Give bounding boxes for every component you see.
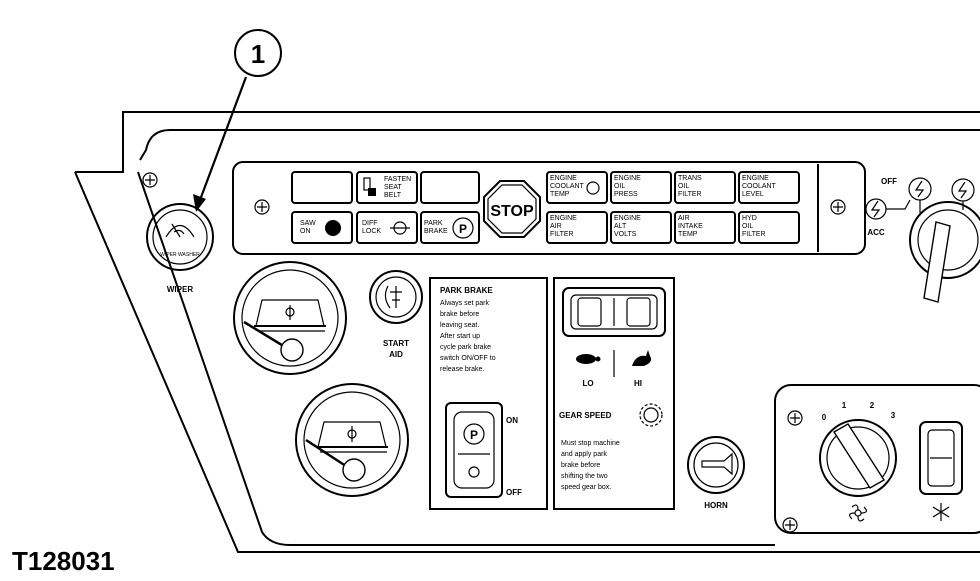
gear-icon (639, 403, 663, 427)
warning-light-alt-volts (610, 211, 672, 244)
fan-dial-label-3: 3 (891, 411, 896, 420)
wiper-label: WIPER (167, 285, 193, 294)
gear-lo: LO (582, 379, 593, 388)
diff-lock-icon (390, 221, 410, 235)
svg-text:P: P (459, 222, 467, 236)
fan-dial-pointer (833, 423, 885, 489)
gear-hi: HI (634, 379, 642, 388)
start-aid-button[interactable] (369, 270, 423, 324)
warning-light-hyd-filter (738, 211, 800, 244)
park-brake-switch[interactable] (445, 402, 503, 498)
warning-light-coolant-temp (546, 171, 608, 204)
warning-light-blank (420, 171, 480, 204)
park-brake-off: OFF (506, 488, 522, 497)
ignition-key (923, 221, 951, 303)
warning-light-blank (291, 171, 353, 204)
warning-light-oil-press (610, 171, 672, 204)
wiper-icon (165, 223, 195, 238)
fan-icon (849, 504, 867, 522)
warning-light-air-intake (674, 211, 736, 244)
gear-speed-instructions: Must stop machine and apply park brake b… (561, 440, 622, 491)
screw-icon (782, 517, 798, 533)
warning-light-saw-on (291, 211, 353, 244)
screw-icon (254, 199, 270, 215)
callout-leader (198, 76, 248, 201)
park-brake-instructions: Always set park brake before leaving sea… (440, 300, 498, 373)
stop-text: STOP (490, 203, 534, 220)
park-brake-switch-icon (463, 423, 485, 445)
screw-icon (830, 199, 846, 215)
horn-button[interactable] (687, 436, 745, 494)
ac-switch[interactable] (919, 421, 963, 495)
wiper-icon-text: WIPER WASHER (160, 252, 200, 258)
dashboard-inner-panel (137, 129, 980, 546)
saw-icon (325, 220, 341, 236)
gear-speed-label: GEAR SPEED (559, 411, 612, 420)
callout-circle (234, 29, 282, 77)
fan-dial-label-1: 1 (842, 401, 847, 410)
ignition-acc: ACC (867, 228, 885, 237)
horn-icon (701, 452, 733, 476)
ignition-off: OFF (881, 177, 897, 186)
park-brake-decal (429, 277, 548, 510)
warning-light-coolant-level (738, 171, 800, 204)
park-brake-title: PARK BRAKE (440, 286, 493, 295)
power-icon (865, 198, 887, 220)
horn-label: HORN (704, 501, 728, 510)
dashboard-outer-outline (75, 111, 980, 173)
warning-light-diff-lock (356, 211, 418, 244)
fan-dial-label-2: 2 (870, 401, 875, 410)
start-aid-icon (384, 285, 402, 309)
warning-light-air-filter (546, 211, 608, 244)
screw-icon (787, 410, 803, 426)
coolant-temp-icon (586, 181, 600, 195)
warning-light-park-brake (420, 211, 480, 244)
gauge-lower (295, 383, 409, 497)
snowflake-icon (932, 503, 950, 521)
fan-speed-dial[interactable] (819, 419, 897, 497)
power-icon (908, 177, 932, 201)
ignition-switch[interactable] (909, 201, 980, 279)
callout-number: 1 (251, 39, 265, 69)
gear-speed-switch[interactable] (562, 287, 666, 337)
seat-belt-icon (363, 177, 376, 196)
right-lower-panel (774, 384, 980, 534)
turtle-icon (576, 354, 601, 364)
screw-icon (142, 172, 158, 188)
gauge-upper (233, 261, 347, 375)
stop-octagon-icon (483, 180, 541, 238)
wiper-switch[interactable] (146, 203, 214, 271)
gear-speed-decal (553, 277, 675, 510)
warning-panel-housing (232, 161, 866, 255)
power-icon (951, 178, 975, 202)
warning-light-seat-belt (356, 171, 418, 204)
svg-text:P: P (470, 428, 478, 442)
figure-id: T128031 (12, 546, 115, 576)
park-brake-on: ON (506, 416, 518, 425)
rabbit-icon (632, 350, 652, 366)
park-brake-icon: P (452, 217, 474, 239)
fan-dial-label-0: 0 (822, 413, 827, 422)
warning-light-trans-filter (674, 171, 736, 204)
